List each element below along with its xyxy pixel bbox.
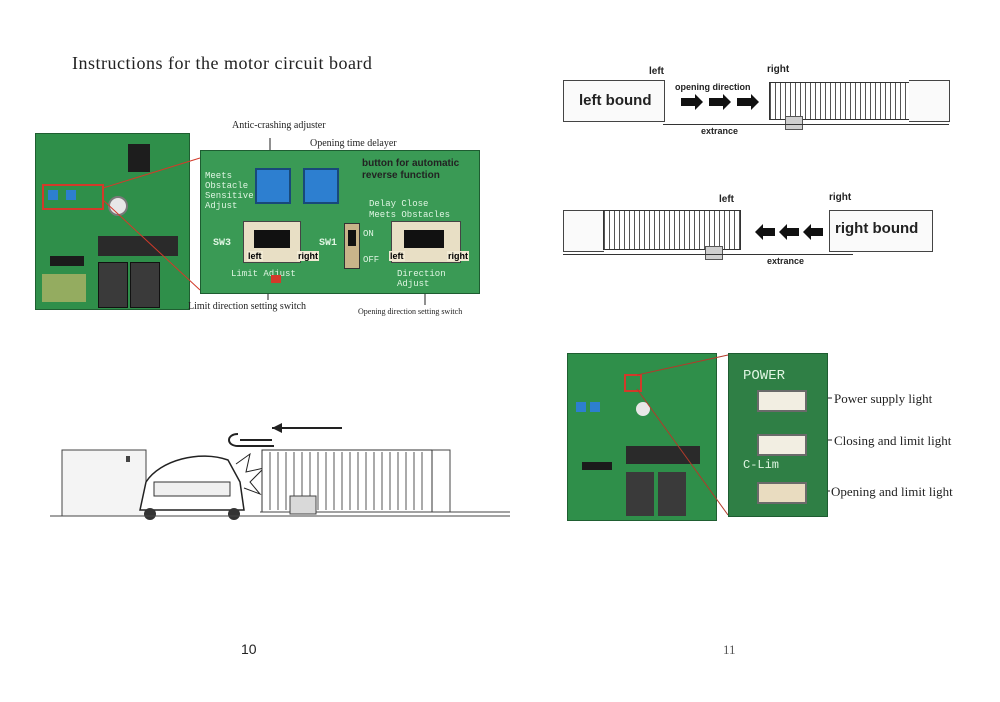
- zoom-text-delay: Delay Close: [369, 199, 429, 209]
- zoom-text-power: POWER: [743, 368, 786, 384]
- open-left-label: left: [389, 251, 405, 261]
- power-light-icon: [757, 390, 807, 412]
- limit-left-label: left: [247, 251, 263, 261]
- lights-board-photo: [567, 353, 717, 521]
- diagram2-left-label: left: [719, 194, 734, 205]
- diagram1-right-label: right: [767, 64, 790, 75]
- gate-diagram-right-bound: left right right bound extrance: [563, 190, 953, 280]
- page-title: Instructions for the motor circuit board: [72, 53, 373, 73]
- page-number-left: 10: [241, 641, 257, 657]
- closing-light-label: Closing and limit light: [834, 433, 952, 448]
- zoom-text-limit-adjust: Limit Adjust: [231, 269, 296, 279]
- circuit-board-zoom: Meets Obstacle Sensitive Adjust Delay Cl…: [200, 150, 480, 294]
- zoom-text-meets2: Meets Obstacles: [369, 210, 451, 220]
- zoom-text-sw3: SW3: [213, 238, 232, 249]
- zoom-text-sw1: SW1: [319, 238, 338, 249]
- auto-reverse-label: button for automatic reverse function: [362, 158, 460, 181]
- open-switch-label: Opening direction setting switch: [358, 307, 463, 316]
- anti-crash-label: Antic-crashing adjuster: [232, 120, 326, 131]
- limit-right-label: right: [297, 251, 319, 261]
- limit-switch-label: Limit direction setting switch: [188, 301, 307, 312]
- opening-light-label: Opening and limit light: [831, 484, 953, 499]
- diagram1-extrance-label: extrance: [701, 126, 739, 136]
- opening-light-icon: [757, 482, 807, 504]
- diagram1-direction-label: opening direction: [675, 82, 751, 92]
- left-bound-label: left bound: [579, 92, 652, 109]
- open-right-label: right: [447, 251, 469, 261]
- zoom-text-on: ON: [363, 229, 374, 239]
- page-number-right: 11: [723, 642, 736, 657]
- open-delay-label: Opening time delayer: [310, 138, 397, 149]
- car-gate-scene: [50, 423, 510, 520]
- diagram2-extrance-label: extrance: [767, 256, 805, 266]
- zoom-text-climit: C-Lim: [743, 458, 780, 472]
- anti-crash-adjuster-icon: [255, 168, 291, 204]
- diagram1-left-label: left: [649, 66, 664, 77]
- lights-zoom: POWER C-Lim: [728, 353, 828, 517]
- zoom-text-direction-adjust: Direction Adjust: [397, 269, 446, 289]
- circuit-board-photo: [35, 133, 190, 310]
- closing-light-icon: [757, 434, 807, 456]
- auto-reverse-button: [344, 223, 360, 269]
- diagram2-right-label: right: [829, 192, 852, 203]
- power-light-label: Power supply light: [834, 391, 933, 406]
- zoom-text-meets: Meets Obstacle Sensitive Adjust: [205, 171, 254, 211]
- right-bound-label: right bound: [835, 220, 919, 237]
- zoom-text-off: OFF: [363, 255, 380, 265]
- gate-diagram-left-bound: left bound left opening direction right …: [563, 60, 953, 150]
- open-delay-adjuster-icon: [303, 168, 339, 204]
